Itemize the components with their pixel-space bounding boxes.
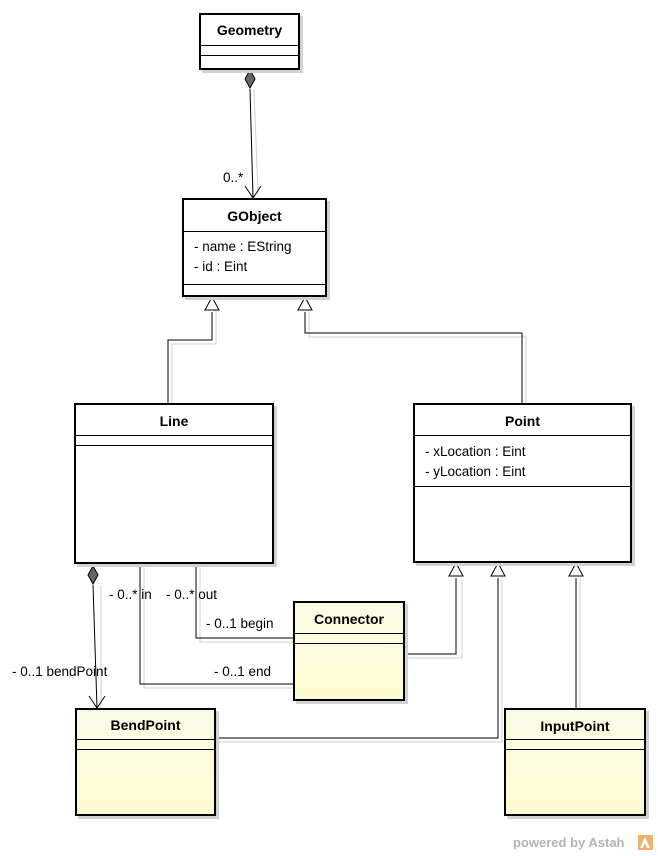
compartment-divider [415, 435, 630, 436]
role-label-in: - 0..* in [109, 587, 152, 602]
compartment-divider [77, 749, 214, 750]
role-label-end: - 0..1 end [214, 664, 272, 679]
association-line-connector-begin [195, 562, 294, 639]
class-name: Point [505, 413, 540, 429]
generalization-connector-point [406, 561, 464, 655]
compartment-divider [201, 45, 298, 46]
class-bendpoint[interactable]: BendPoint [75, 708, 216, 816]
generalization-bendpoint-point [218, 561, 506, 739]
composition-geometry-gobject [244, 68, 262, 199]
class-name: Line [159, 413, 189, 429]
attribute-list: - xLocation : Eint - yLocation : Eint [425, 442, 626, 482]
class-connector[interactable]: Connector [293, 601, 405, 701]
attribute: - xLocation : Eint [425, 444, 526, 459]
association-line-connector-end [139, 562, 294, 685]
class-gobject[interactable]: GObject - name : EString - id : Eint [182, 198, 327, 297]
class-name: BendPoint [110, 717, 181, 733]
compartment-divider [76, 435, 272, 436]
class-inputpoint[interactable]: InputPoint [504, 708, 646, 816]
attribute: - id : Eint [194, 259, 248, 274]
compartment-divider [184, 284, 325, 285]
compartment-divider [295, 643, 403, 644]
compartment-divider [506, 739, 644, 740]
compartment-divider [295, 633, 403, 634]
class-line[interactable]: Line [74, 403, 274, 564]
multiplicity-label-objects: 0..* [223, 170, 244, 185]
compartment-divider [77, 739, 214, 740]
role-label-bendpoint: - 0..1 bendPoint [12, 664, 108, 679]
attribute: - name : EString [194, 239, 292, 254]
astah-logo-icon [638, 835, 653, 850]
role-label-out: - 0..* out [166, 587, 218, 602]
compartment-divider [76, 445, 272, 446]
role-label-begin: - 0..1 begin [206, 616, 274, 631]
attribute-list: - name : EString - id : Eint [194, 237, 321, 277]
composition-line-bendpoint [87, 564, 106, 709]
class-name: Connector [314, 611, 384, 627]
generalization-line-gobject [167, 295, 220, 403]
compartment-divider [184, 231, 325, 232]
class-name: GObject [227, 208, 282, 224]
generalization-point-gobject [297, 295, 523, 403]
class-name: Geometry [216, 22, 283, 38]
attribute: - yLocation : Eint [425, 464, 526, 479]
compartment-divider [506, 749, 644, 750]
generalization-inputpoint-point [568, 561, 584, 708]
class-name: InputPoint [540, 718, 610, 734]
compartment-divider [415, 486, 630, 487]
connector-shadows [100, 89, 581, 743]
watermark: powered by Astah [513, 835, 625, 850]
class-point[interactable]: Point - xLocation : Eint - yLocation : E… [413, 403, 632, 563]
compartment-divider [201, 55, 298, 56]
class-geometry[interactable]: Geometry [199, 13, 300, 70]
